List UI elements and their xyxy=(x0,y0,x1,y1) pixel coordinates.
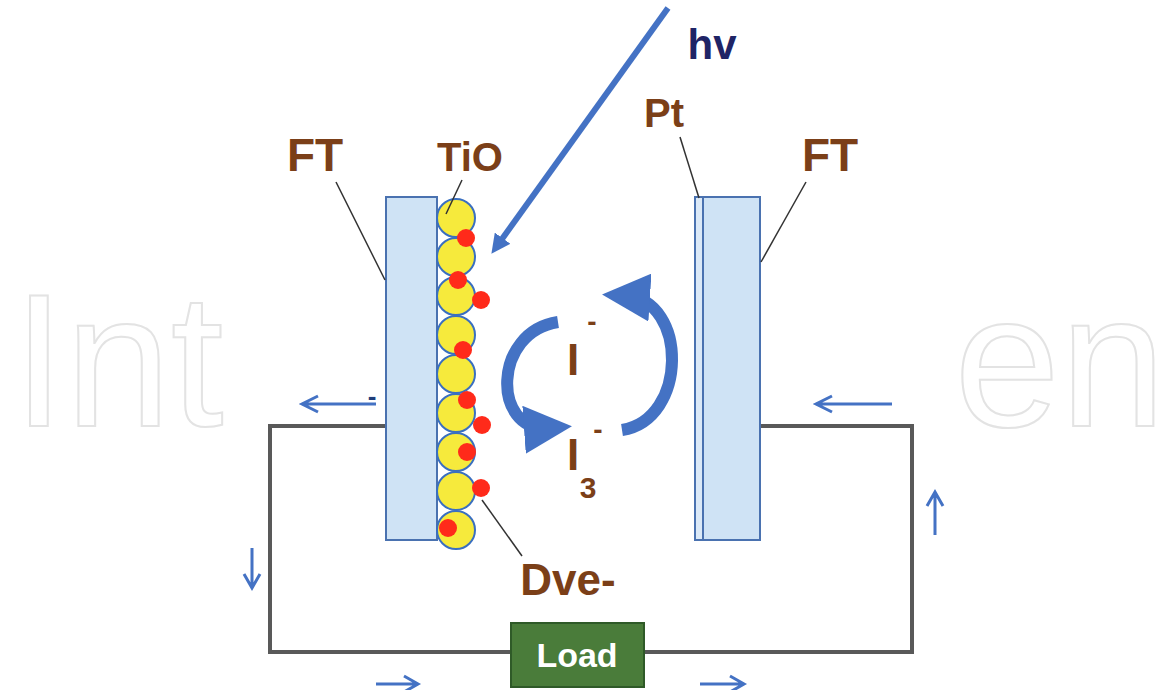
tio2-particle xyxy=(437,355,475,393)
part-label: Pt xyxy=(644,93,684,133)
subscript: 3 xyxy=(580,473,597,503)
watermark: Int xyxy=(12,265,223,455)
part-label: Dve- xyxy=(520,558,615,602)
dye-molecule xyxy=(457,229,475,247)
tio2-particles xyxy=(437,199,491,549)
dye-molecule xyxy=(473,416,491,434)
light-label: hv xyxy=(687,24,736,66)
glass-electrode xyxy=(386,197,437,540)
cycle-arrow xyxy=(622,296,672,430)
platinum-layer xyxy=(695,197,703,540)
dye-molecule xyxy=(472,291,490,309)
tio2-particle xyxy=(437,472,475,510)
charge-sign: - xyxy=(368,383,377,409)
cycle-arrow xyxy=(507,322,558,428)
charge-sign: - xyxy=(587,308,596,336)
load-box: Load xyxy=(510,622,645,688)
glass-electrode xyxy=(695,197,760,540)
leader-line xyxy=(336,137,806,556)
part-label: FT xyxy=(802,132,858,178)
part-label: FT xyxy=(287,132,343,178)
circuit-wire xyxy=(270,426,912,652)
load-label: Load xyxy=(536,638,617,672)
dye-molecule xyxy=(439,519,457,537)
ion-label: I xyxy=(567,338,579,382)
light-arrow xyxy=(497,8,668,246)
tio2-particle xyxy=(437,433,475,471)
ion-label: I xyxy=(567,433,579,477)
charge-sign: - xyxy=(593,416,602,444)
part-label: TiO xyxy=(437,137,503,177)
circuit-wire xyxy=(645,426,912,652)
dye-molecule xyxy=(454,341,472,359)
dye-molecule xyxy=(458,443,476,461)
dye-molecule xyxy=(449,271,467,289)
watermark: en xyxy=(954,265,1165,455)
dye-molecule xyxy=(472,479,490,497)
dye-molecule xyxy=(458,391,476,409)
current-arrow xyxy=(244,396,943,690)
tio2-particle xyxy=(437,511,475,549)
